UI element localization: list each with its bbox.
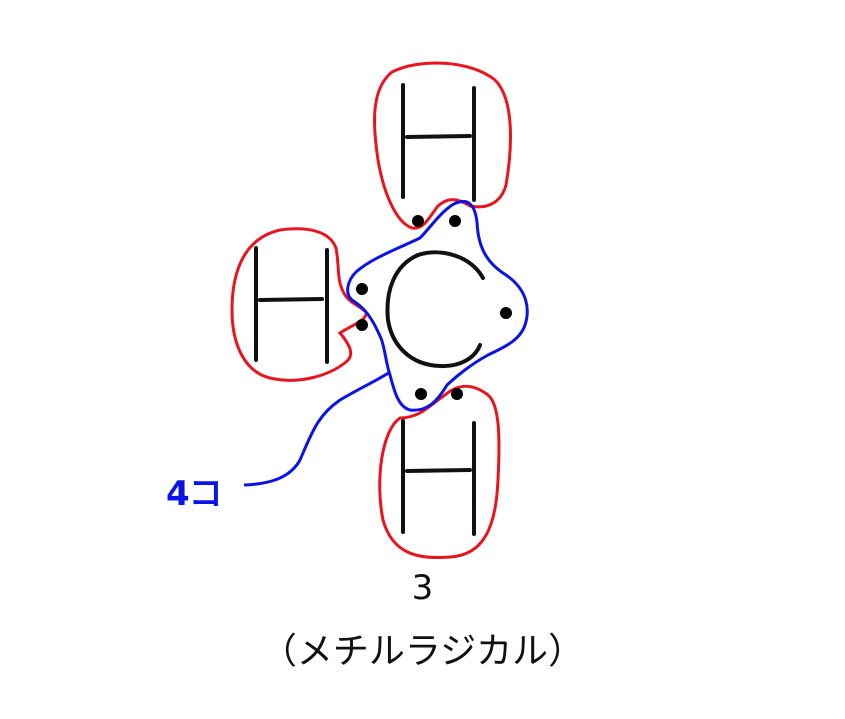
hydrogen-left-outline [230,227,368,382]
hydrogen-bottom-outline [378,384,501,560]
figure-number: 3 [411,568,434,608]
figure-caption: （メチルラジカル） [260,631,585,672]
electron-count-annotation: 4コ [166,474,223,514]
hydrogen-bottom-glyph [401,419,476,536]
electron-dots [356,215,512,400]
electron-dot [449,215,461,227]
electron-dot [356,319,368,331]
carbon-glyph [385,250,485,369]
carbon-outline [346,199,529,412]
electron-dot [415,388,427,400]
annotation-leader-line [243,370,391,487]
hydrogen-top-glyph [401,83,476,202]
electron-dot [356,283,368,295]
hydrogen-top-outline [373,61,512,230]
hydrogen-left-glyph [254,246,329,364]
electron-dot [412,215,424,227]
electron-dot [451,388,463,400]
electron-dot [500,307,512,319]
